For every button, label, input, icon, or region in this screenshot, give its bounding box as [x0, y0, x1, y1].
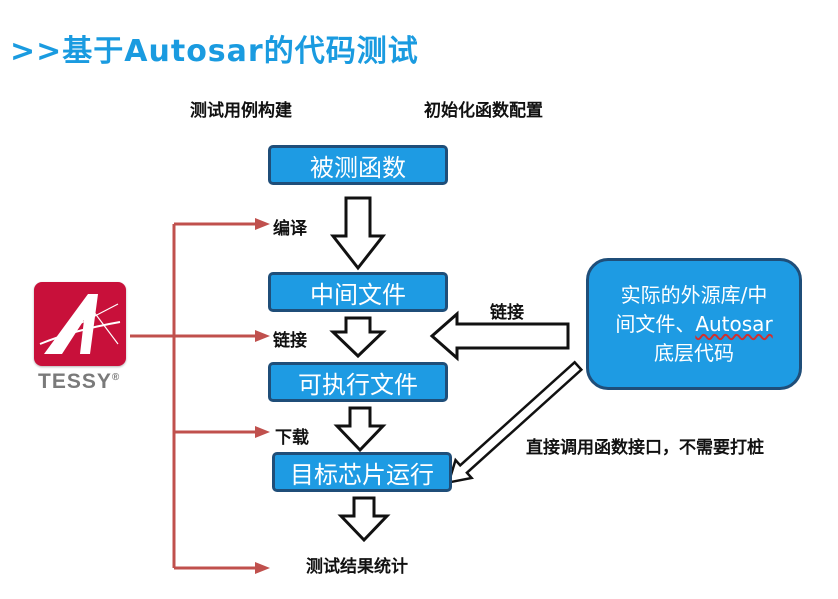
- arrowhead-compile: [255, 218, 270, 230]
- box-tested-function: 被测函数: [268, 145, 448, 185]
- red-arrowheads: [255, 218, 270, 574]
- label-link-right: 链接: [490, 303, 524, 323]
- arrowhead-download: [255, 426, 270, 438]
- diagonal-arrow-direct-call: [446, 360, 584, 485]
- tessy-logo-text: TESSY®: [38, 370, 121, 393]
- tessy-logo-tile: [34, 282, 126, 366]
- down-arrow-compile: [329, 196, 387, 271]
- red-connector-lines: [130, 222, 265, 570]
- ext-line-3: 底层代码: [654, 340, 734, 365]
- box-executable-file-label: 可执行文件: [298, 370, 418, 399]
- header-test-case-build: 测试用例构建: [190, 101, 292, 121]
- down-arrow-download: [333, 406, 387, 453]
- box-target-chip: 目标芯片运行: [272, 452, 452, 492]
- arrowhead-result: [255, 562, 270, 574]
- box-tested-function-label: 被测函数: [310, 153, 406, 182]
- header-init-function-config: 初始化函数配置: [424, 101, 543, 121]
- down-arrow-result: [337, 496, 391, 543]
- box-external-library: 实际的外源库/中 间文件、Autosar 底层代码: [586, 258, 802, 390]
- down-arrow-link: [329, 316, 387, 359]
- label-download: 下载: [275, 428, 309, 448]
- label-link-left: 链接: [273, 331, 307, 351]
- left-arrow-link: [429, 310, 570, 362]
- ext-line-2: 间文件、Autosar: [615, 311, 773, 336]
- box-target-chip-label: 目标芯片运行: [290, 460, 434, 489]
- arrowhead-link: [255, 330, 270, 342]
- label-compile: 编译: [273, 219, 307, 239]
- label-direct-call: 直接调用函数接口，不需要打桩: [526, 438, 764, 458]
- label-result-stats: 测试结果统计: [306, 557, 408, 577]
- box-intermediate-file: 中间文件: [268, 272, 448, 312]
- tessy-logo: TESSY®: [34, 282, 126, 396]
- box-executable-file: 可执行文件: [268, 362, 448, 402]
- page-title: >>基于Autosar的代码测试: [10, 34, 419, 69]
- tessy-a-icon: [39, 294, 121, 354]
- box-intermediate-file-label: 中间文件: [310, 280, 406, 309]
- ext-line-1: 实际的外源库/中: [620, 282, 768, 307]
